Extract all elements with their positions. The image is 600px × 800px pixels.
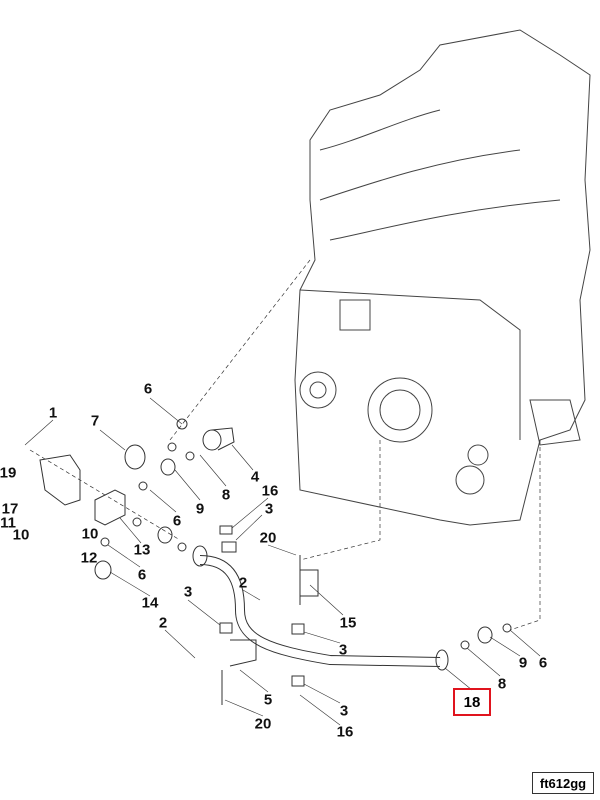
callout-label: 3: [338, 641, 348, 659]
callout-label: 20: [254, 715, 272, 733]
callout-label: 8: [221, 486, 231, 504]
callout-label: 17: [1, 500, 19, 518]
fittings: [39, 418, 512, 705]
callout-label: 4: [250, 468, 260, 486]
callout-label: 9: [518, 654, 528, 672]
callout-label: 6: [172, 512, 182, 530]
callout-label: 2: [158, 614, 168, 632]
callout-label: 9: [195, 500, 205, 518]
callout-label: 15: [339, 614, 357, 632]
engine-block: [294, 29, 591, 526]
callout-label: 8: [497, 675, 507, 693]
callout-label: 14: [141, 594, 159, 612]
callout-label: 3: [183, 583, 193, 601]
callout-label: 1: [48, 404, 58, 422]
callout-label: 6: [137, 566, 147, 584]
callout-label: 16: [261, 482, 279, 500]
highlighted-part-label: 18: [453, 688, 491, 716]
callout-label: 6: [538, 654, 548, 672]
callout-label: 16: [336, 723, 354, 741]
callout-label: 12: [80, 549, 98, 567]
callout-label: 20: [259, 529, 277, 547]
callout-label: 6: [143, 380, 153, 398]
callout-label: 19: [0, 464, 17, 482]
callout-label: 10: [81, 525, 99, 543]
callout-label: 10: [12, 526, 30, 544]
callout-label: 7: [90, 412, 100, 430]
callout-label: 5: [263, 691, 273, 709]
drawing-code: ft612gg: [532, 772, 594, 794]
callout-label: 3: [264, 500, 274, 518]
callout-label: 2: [238, 574, 248, 592]
callout-label: 11: [0, 514, 16, 532]
pipe-assembly: [192, 545, 449, 671]
callout-leaders: [24, 397, 541, 726]
callout-label: 13: [133, 541, 151, 559]
callout-label: 3: [339, 702, 349, 720]
